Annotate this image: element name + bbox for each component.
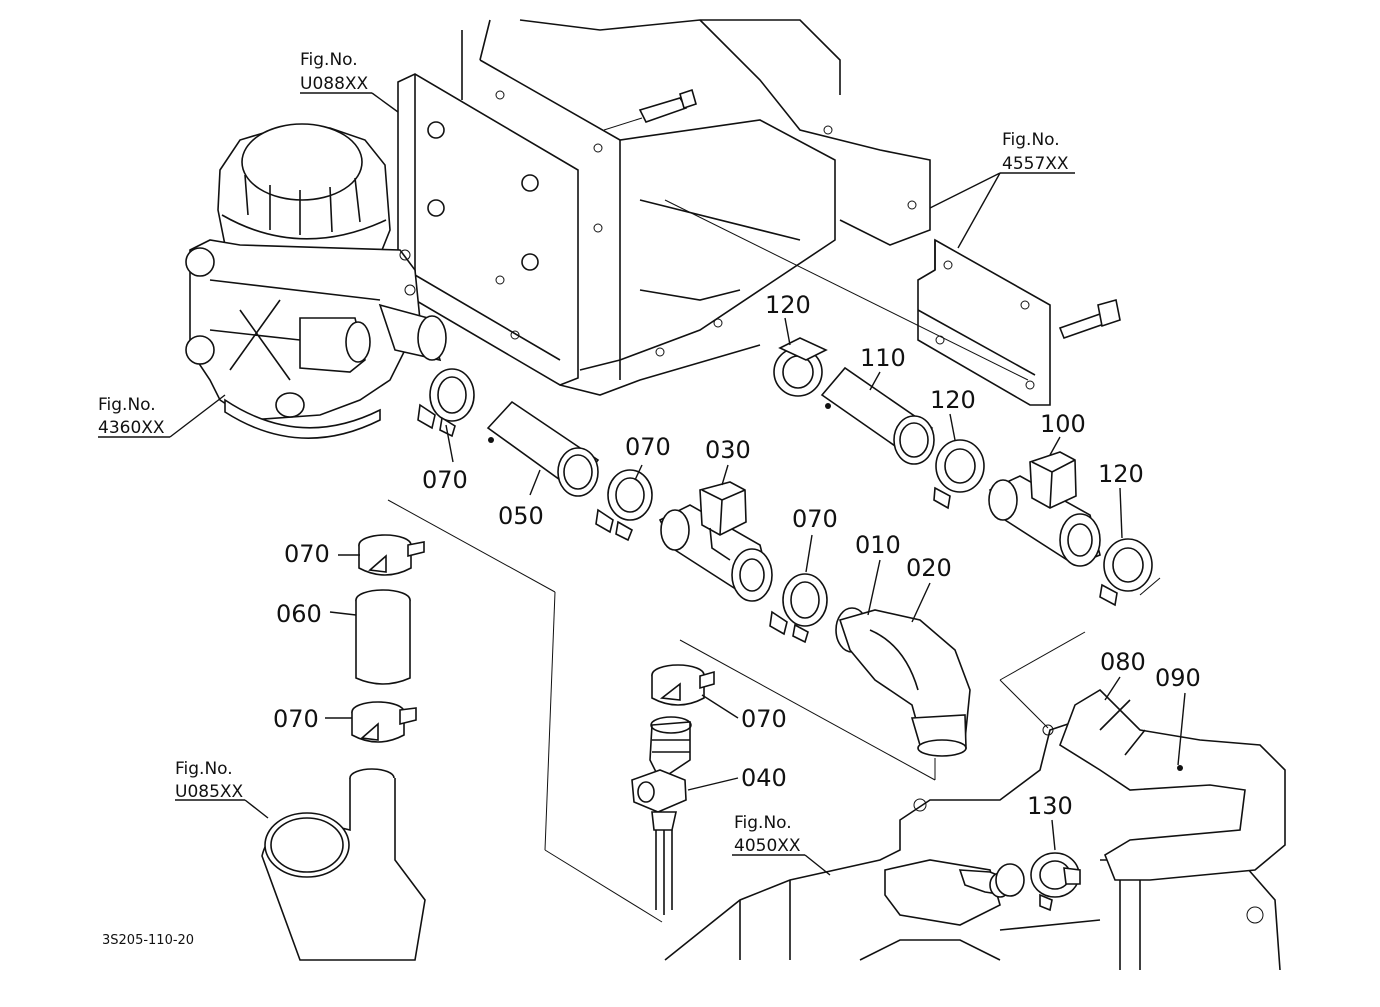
clamp-120-right bbox=[1099, 538, 1153, 607]
part-label-030: 030 bbox=[705, 436, 751, 464]
part-number-labels: 070 050 070 030 070 010 020 120 110 120 … bbox=[273, 291, 1201, 820]
hose-050 bbox=[486, 400, 600, 497]
hose-080-090 bbox=[1059, 688, 1286, 881]
part-label-050: 050 bbox=[498, 502, 544, 530]
sensor-030 bbox=[658, 481, 773, 602]
figure-references: Fig.No. U088XX Fig.No. 4557XX Fig.No. 43… bbox=[98, 50, 1069, 856]
fig-ref-4050-code: 4050XX bbox=[734, 836, 801, 856]
clamp-070-mid bbox=[595, 469, 653, 542]
clamp-070-stack-bottom bbox=[351, 701, 417, 743]
fig-ref-4557-label: Fig.No. bbox=[1002, 130, 1060, 150]
hose-060 bbox=[355, 589, 411, 685]
sensor-040 bbox=[631, 716, 692, 915]
leader-lines bbox=[98, 92, 1186, 923]
fig-ref-u085-label: Fig.No. bbox=[175, 759, 233, 779]
part-label-070: 070 bbox=[284, 540, 330, 568]
part-label-080: 080 bbox=[1100, 648, 1146, 676]
part-label-100: 100 bbox=[1040, 410, 1086, 438]
part-label-070: 070 bbox=[273, 705, 319, 733]
part-label-010: 010 bbox=[855, 531, 901, 559]
fig-ref-u085-code: U085XX bbox=[175, 782, 244, 802]
clamp-120-left bbox=[773, 337, 828, 397]
part-label-120: 120 bbox=[930, 386, 976, 414]
part-label-090: 090 bbox=[1155, 664, 1201, 692]
fig-ref-4360-label: Fig.No. bbox=[98, 395, 156, 415]
part-label-120: 120 bbox=[1098, 460, 1144, 488]
clamp-070-lower bbox=[651, 664, 715, 706]
mounting-bracket bbox=[397, 19, 931, 396]
fig-ref-u088-code: U088XX bbox=[300, 74, 369, 94]
clamp-130 bbox=[995, 852, 1081, 912]
fig-ref-4557-code: 4557XX bbox=[1002, 154, 1069, 174]
fig-ref-4360-code: 4360XX bbox=[98, 418, 165, 438]
part-label-070: 070 bbox=[792, 505, 838, 533]
part-label-070: 070 bbox=[625, 433, 671, 461]
fig-ref-4050-label: Fig.No. bbox=[734, 813, 792, 833]
pump-assembly bbox=[185, 123, 447, 439]
elbow-hose-010-020 bbox=[835, 607, 971, 757]
fig-ref-u088-label: Fig.No. bbox=[300, 50, 358, 70]
part-label-070: 070 bbox=[422, 466, 468, 494]
clamp-120-mid bbox=[933, 439, 985, 510]
tee-fitting bbox=[261, 768, 426, 961]
drawing-code: 3S205-110-20 bbox=[102, 933, 194, 948]
part-label-060: 060 bbox=[276, 600, 322, 628]
sensor-100 bbox=[988, 451, 1101, 567]
part-label-130: 130 bbox=[1027, 792, 1073, 820]
side-plate bbox=[917, 238, 1121, 406]
part-label-040: 040 bbox=[741, 764, 787, 792]
part-label-120: 120 bbox=[765, 291, 811, 319]
clamp-070-stack-top bbox=[358, 534, 425, 576]
part-label-070: 070 bbox=[741, 705, 787, 733]
clamp-070-right bbox=[769, 573, 828, 644]
clamp-070-upper bbox=[417, 368, 475, 438]
hose-110 bbox=[820, 366, 935, 465]
part-label-020: 020 bbox=[906, 554, 952, 582]
part-label-110: 110 bbox=[860, 344, 906, 372]
